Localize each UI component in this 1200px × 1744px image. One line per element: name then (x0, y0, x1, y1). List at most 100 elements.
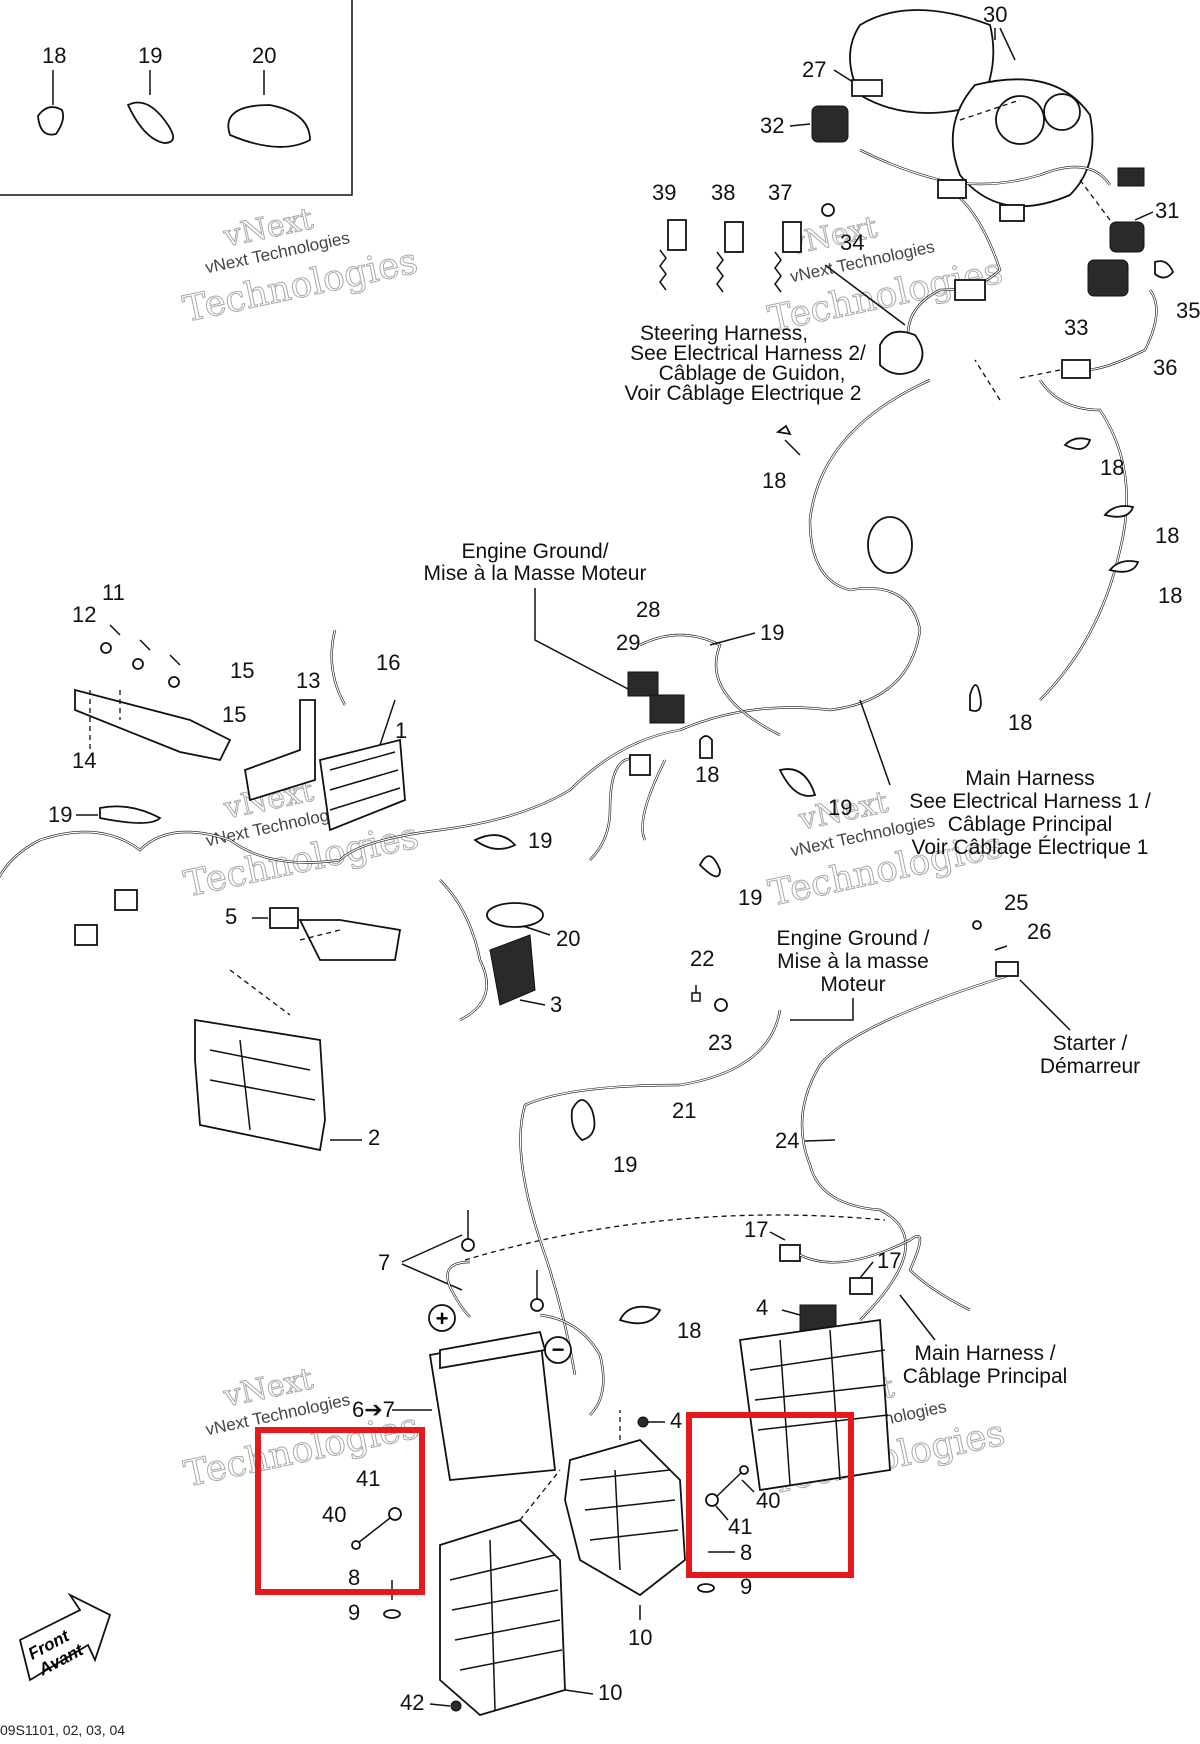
ignition-coils: 39 38 37 34 (652, 180, 864, 293)
connector-29 (627, 671, 659, 697)
clamp-19 (778, 768, 817, 797)
callout-40: 40 (756, 1488, 780, 1513)
nut (637, 1416, 649, 1428)
callout-31: 31 (1155, 198, 1179, 223)
connector (937, 179, 967, 199)
washer-9 (697, 1583, 715, 1593)
callout-14: 14 (72, 748, 96, 773)
bolt-head (739, 1465, 749, 1475)
callout-18: 18 (1158, 583, 1182, 608)
coil-37 (782, 221, 802, 253)
main-harness (0, 378, 1128, 1022)
callout-36: 36 (1153, 355, 1177, 380)
callout-18: 18 (1100, 455, 1124, 480)
callout-19: 19 (760, 620, 784, 645)
steering-harness-label: Câblage de Guidon, (659, 362, 846, 385)
module-1 (318, 738, 406, 832)
callout-19: 19 (738, 885, 762, 910)
callout-35: 35 (1176, 298, 1200, 323)
positive-sign: + (436, 1306, 449, 1331)
callout-10: 10 (598, 1680, 622, 1705)
tray-ribs (579, 1469, 679, 1571)
leader-line (709, 632, 756, 646)
leader-line (790, 998, 854, 1021)
clamp-20 (486, 902, 544, 928)
callout-12: 12 (72, 602, 96, 627)
clamp-19 (473, 834, 517, 850)
washer (461, 1238, 475, 1252)
leader-line (781, 1309, 801, 1316)
callout-27: 27 (802, 57, 826, 82)
connector (114, 889, 138, 911)
bolts (109, 624, 181, 666)
front-arrow-icon (18, 1592, 112, 1682)
leader-line (1019, 979, 1071, 1031)
reference-lines (959, 99, 1111, 401)
leader-line (715, 1505, 729, 1521)
washer-9 (383, 1609, 401, 1619)
tray-2 (194, 1018, 326, 1152)
clamp-18 (969, 684, 982, 712)
callout-33: 33 (1064, 315, 1088, 340)
steering-label-leader (824, 264, 906, 326)
washer (132, 658, 144, 670)
steering-harness-label: Steering Harness, (640, 322, 808, 345)
reference-lines (89, 690, 121, 750)
holder-ribs (449, 1539, 563, 1711)
leader-line (401, 1234, 463, 1291)
item-34 (821, 203, 835, 217)
figure-code: 09S1101, 02, 03, 04 (0, 1722, 125, 1738)
connector-clip (879, 330, 924, 375)
callout-42: 42 (400, 1690, 424, 1715)
main-harness-label: Câblage Principal (948, 813, 1113, 836)
callout-11: 11 (102, 580, 125, 605)
callout-29: 29 (616, 630, 640, 655)
leader-line (859, 1261, 874, 1279)
callout-4: 4 (756, 1295, 768, 1320)
callout-41: 41 (356, 1466, 380, 1491)
clamp-18 (775, 424, 792, 436)
instrument-cluster: 30 (849, 2, 1094, 208)
leader-line (741, 1479, 755, 1493)
callout-18: 18 (677, 1318, 701, 1343)
callout-41: 41 (728, 1514, 752, 1539)
voltage-regulator-3 (489, 934, 536, 1006)
tachometer-dial (1043, 93, 1081, 131)
bracket-assembly: 11 12 15 15 16 13 14 1 (72, 580, 407, 832)
callout-9: 9 (348, 1600, 360, 1625)
callout-40: 40 (322, 1502, 346, 1527)
leader-line (1134, 211, 1154, 221)
leader-line (769, 1231, 786, 1241)
leader-line (564, 1689, 594, 1695)
clamp-18 (1103, 505, 1135, 518)
clamp-18 (1108, 560, 1140, 573)
callout-23: 23 (708, 1030, 732, 1055)
engine-block (738, 1318, 891, 1492)
callout-24: 24 (775, 1128, 799, 1153)
clamp-20-icon (227, 104, 311, 148)
legend-frame (0, 0, 353, 196)
callout-37: 37 (768, 180, 792, 205)
battery-assembly: 7 + − 6➔7 (352, 1210, 605, 1481)
terminal (995, 961, 1019, 977)
module-1-fins (329, 751, 401, 811)
callout-30: 30 (983, 2, 1007, 27)
callout-9: 9 (740, 1574, 752, 1599)
clamp-19-icon (126, 101, 174, 144)
connector-body (649, 694, 685, 724)
main-harness-label: Voir Câblage Électrique 1 (912, 836, 1149, 859)
washer (100, 642, 112, 654)
callout-16: 16 (376, 650, 400, 675)
callout-8: 8 (348, 1565, 360, 1590)
callout-25: 25 (1004, 890, 1028, 915)
switch-27-part (851, 79, 883, 97)
coil-38 (724, 221, 744, 253)
battery-holder-10 (439, 1518, 566, 1717)
callout-19: 19 (828, 795, 852, 820)
coil-38-spring (716, 251, 724, 293)
nut-42 (450, 1700, 462, 1712)
leader-line (789, 123, 811, 127)
leader-line (534, 588, 631, 691)
